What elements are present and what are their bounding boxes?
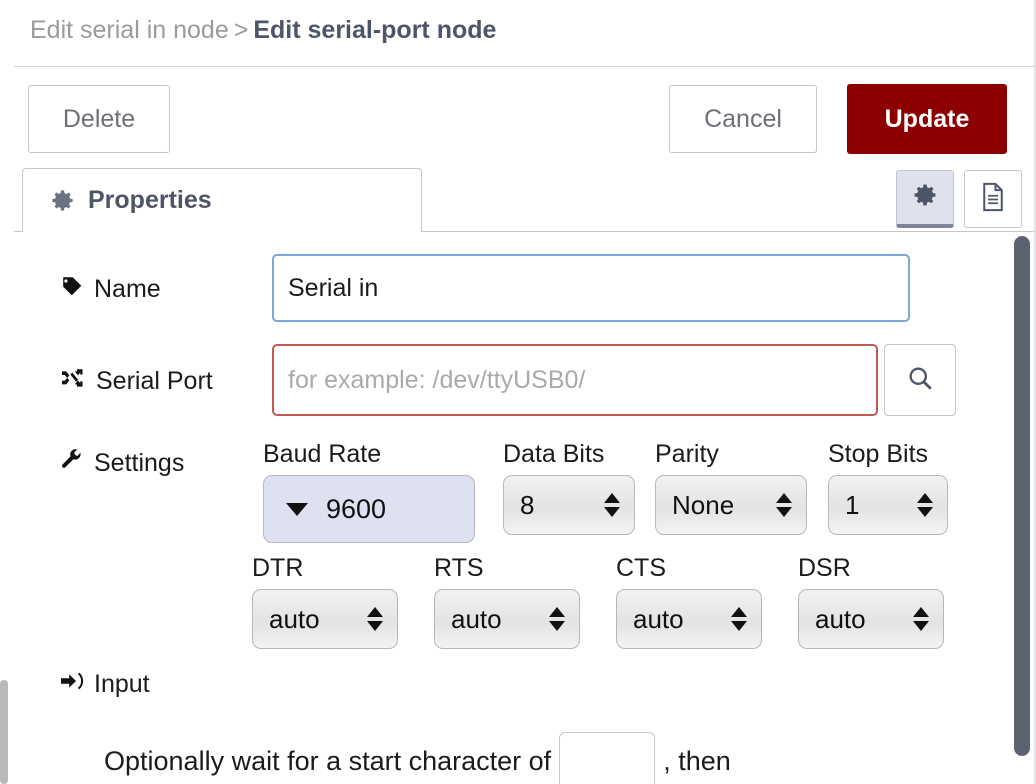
document-icon	[979, 182, 1007, 217]
breadcrumb-separator: >	[233, 16, 249, 44]
breadcrumb: Edit serial in node>Edit serial-port nod…	[30, 16, 496, 45]
rts-select[interactable]: auto	[434, 589, 580, 649]
serial-port-search-button[interactable]	[884, 344, 956, 416]
name-label-text: Name	[94, 275, 161, 303]
field-rts: RTS auto	[434, 554, 580, 649]
parity-caption: Parity	[655, 440, 719, 468]
breadcrumb-previous[interactable]: Edit serial in node	[30, 16, 229, 44]
row-settings: Settings Baud Rate 9600 Data Bits 8	[60, 440, 1000, 550]
cancel-button[interactable]: Cancel	[669, 85, 817, 153]
properties-form: Name Serial Port	[14, 232, 1036, 784]
spinner-arrows-icon[interactable]	[604, 493, 620, 517]
form-scrollbar-thumb[interactable]	[1014, 236, 1030, 756]
settings-panel-button[interactable]	[896, 170, 954, 228]
input-section-label-text: Input	[94, 670, 150, 698]
input-section-label: Input	[60, 670, 150, 699]
breadcrumb-current: Edit serial-port node	[253, 16, 497, 44]
tab-properties-label: Properties	[88, 186, 212, 214]
tag-icon	[60, 274, 84, 305]
dtr-value: auto	[269, 603, 320, 634]
breadcrumb-bar: Edit serial in node>Edit serial-port nod…	[14, 0, 1036, 67]
serial-port-label: Serial Port	[60, 366, 213, 397]
chevron-down-icon	[286, 502, 308, 516]
spinner-arrows-icon[interactable]	[917, 493, 933, 517]
rts-caption: RTS	[434, 554, 484, 582]
data-bits-caption: Data Bits	[503, 440, 605, 468]
cts-select[interactable]: auto	[616, 589, 762, 649]
sentence-before-text: Optionally wait for a start character of	[104, 745, 552, 776]
start-character-input[interactable]	[559, 732, 656, 784]
right-edge-divider	[1034, 0, 1036, 784]
tab-strip: Properties	[14, 160, 1036, 232]
field-dsr: DSR auto	[798, 554, 944, 649]
delete-button[interactable]: Delete	[28, 85, 170, 153]
name-label: Name	[60, 274, 161, 305]
serial-port-input[interactable]	[272, 344, 878, 416]
form-scrollbar-track[interactable]	[1014, 236, 1030, 784]
cts-caption: CTS	[616, 554, 666, 582]
dsr-value: auto	[815, 603, 866, 634]
baud-rate-select[interactable]: 9600	[263, 475, 475, 543]
update-button[interactable]: Update	[847, 84, 1007, 154]
dsr-caption: DSR	[798, 554, 851, 582]
stop-bits-caption: Stop Bits	[828, 440, 929, 468]
parity-select[interactable]: None	[655, 475, 807, 535]
outer-scrollbar-thumb[interactable]	[0, 680, 8, 784]
gear-icon	[911, 181, 939, 214]
gear-icon	[49, 187, 76, 214]
data-bits-select[interactable]: 8	[503, 475, 635, 535]
wrench-icon	[60, 448, 84, 479]
edit-dialog: Edit serial in node>Edit serial-port nod…	[14, 0, 1036, 784]
field-cts: CTS auto	[616, 554, 762, 649]
row-input-section: Input Optionally wait for a start charac…	[60, 670, 1000, 784]
baud-rate-caption: Baud Rate	[263, 440, 382, 468]
settings-label-text: Settings	[94, 449, 185, 477]
field-baud-rate: Baud Rate 9600	[263, 440, 475, 543]
dtr-select[interactable]: auto	[252, 589, 398, 649]
field-stop-bits: Stop Bits 1	[828, 440, 948, 535]
spinner-arrows-icon[interactable]	[776, 493, 792, 517]
stop-bits-value: 1	[845, 489, 860, 520]
shuffle-icon	[60, 366, 86, 397]
start-character-sentence: Optionally wait for a start character of…	[104, 732, 731, 784]
rts-value: auto	[451, 603, 502, 634]
parity-value: None	[672, 489, 735, 520]
serial-port-label-text: Serial Port	[96, 367, 213, 395]
spinner-arrows-icon[interactable]	[913, 607, 929, 631]
field-data-bits: Data Bits 8	[503, 440, 635, 535]
stop-bits-select[interactable]: 1	[828, 475, 948, 535]
spinner-arrows-icon[interactable]	[367, 607, 383, 631]
row-serial-port: Serial Port	[60, 344, 1000, 426]
data-bits-value: 8	[520, 489, 535, 520]
description-panel-button[interactable]	[964, 170, 1022, 228]
settings-label: Settings	[60, 448, 184, 479]
outer-left-strip	[0, 0, 14, 784]
sentence-after-text: , then	[663, 745, 731, 776]
dialog-button-row: Delete Cancel Update	[14, 68, 1036, 160]
name-input[interactable]	[272, 254, 910, 322]
dtr-caption: DTR	[252, 554, 304, 582]
tab-properties[interactable]: Properties	[22, 168, 422, 232]
spinner-arrows-icon[interactable]	[549, 607, 565, 631]
dsr-select[interactable]: auto	[798, 589, 944, 649]
field-parity: Parity None	[655, 440, 807, 535]
field-dtr: DTR auto	[252, 554, 398, 649]
row-flow-control: DTR auto RTS auto CTS auto	[60, 554, 1000, 664]
spinner-arrows-icon[interactable]	[731, 607, 747, 631]
sign-in-icon	[60, 670, 84, 699]
search-icon	[906, 364, 934, 397]
row-name: Name	[60, 254, 1000, 334]
baud-rate-value: 9600	[326, 493, 387, 524]
cts-value: auto	[633, 603, 684, 634]
